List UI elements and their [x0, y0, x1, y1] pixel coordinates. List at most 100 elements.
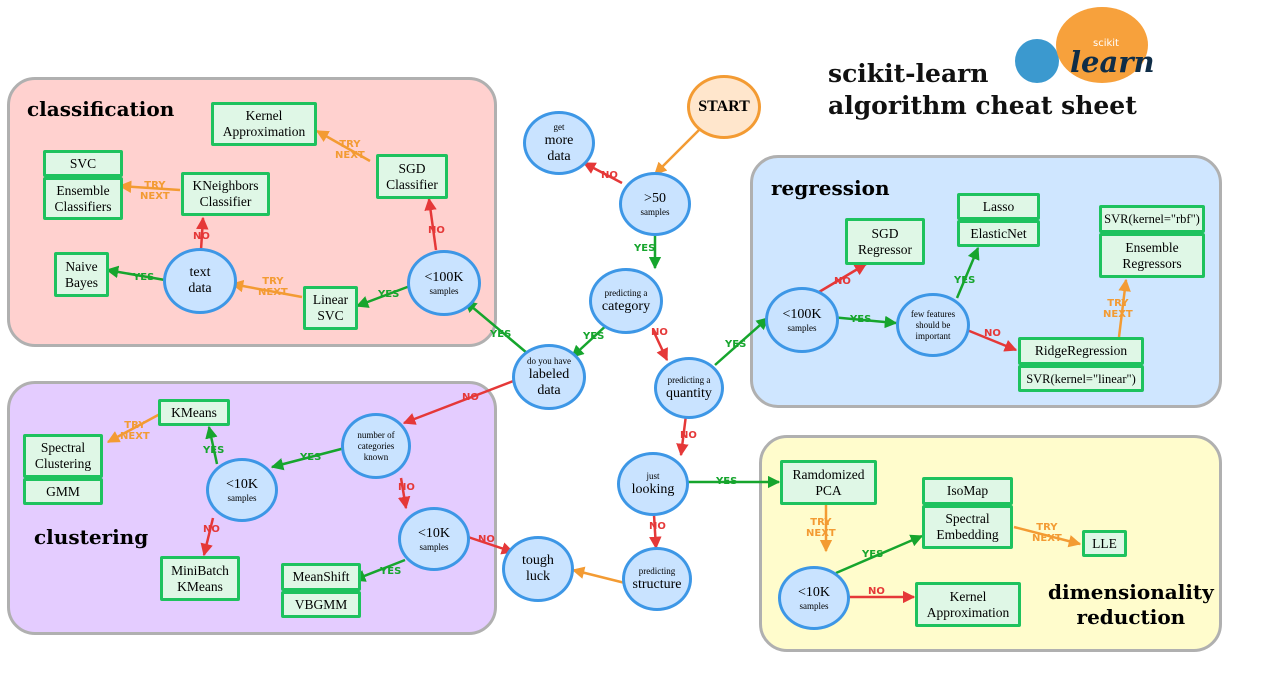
few-features-node: few features should be important: [896, 293, 970, 357]
edge-label-no: NO: [193, 231, 210, 242]
edge-label-try-next: TRY NEXT: [806, 517, 836, 539]
edge-label-yes: YES: [490, 329, 512, 340]
edge-label-no: NO: [462, 392, 479, 403]
edge-label-no: NO: [478, 534, 495, 545]
ensemble-classifiers-box[interactable]: Ensemble Classifiers: [43, 177, 123, 220]
edge-label-no: NO: [680, 430, 697, 441]
edge-label-no: NO: [984, 328, 1001, 339]
tough-luck-node: tough luck: [502, 536, 574, 602]
ridge-regression-box[interactable]: RidgeRegression: [1018, 337, 1144, 365]
gmm-box[interactable]: GMM: [23, 478, 103, 505]
node-small-text: samples: [429, 285, 459, 296]
lasso-box[interactable]: Lasso: [957, 193, 1040, 220]
kneighbors-classifier-box[interactable]: KNeighbors Classifier: [181, 172, 270, 216]
logo-small-text: scikit: [1093, 38, 1119, 49]
edge-label-yes: YES: [203, 445, 225, 456]
node-big-text: labeled data: [528, 366, 570, 398]
regression-lt100k-node: <100K samples: [765, 287, 839, 353]
edge-label-yes: YES: [862, 549, 884, 560]
node-small-text: just: [646, 470, 660, 481]
randomized-pca-box[interactable]: Ramdomized PCA: [780, 460, 877, 505]
kmeans-box[interactable]: KMeans: [158, 399, 230, 426]
node-small-text: do you have: [527, 355, 571, 366]
kernel-approximation-dim-box[interactable]: Kernel Approximation: [915, 582, 1021, 627]
linear-svc-box[interactable]: Linear SVC: [303, 286, 358, 330]
clustering-lt10k-unknown-node: <10K samples: [398, 507, 470, 571]
edge-label-try-next: TRY NEXT: [335, 139, 365, 161]
node-big-text: >50: [644, 190, 666, 206]
lle-box[interactable]: LLE: [1082, 530, 1127, 557]
isomap-box[interactable]: IsoMap: [922, 477, 1013, 505]
predicting-quantity-node: predicting a quantity: [654, 357, 724, 419]
logo-shapes-icon: [1015, 7, 1148, 83]
labeled-data-node: do you have labeled data: [512, 344, 586, 410]
node-small-text: samples: [799, 600, 829, 611]
edge-label-no: NO: [428, 225, 445, 236]
edge-label-yes: YES: [954, 275, 976, 286]
edge-label-try-next: TRY NEXT: [1032, 522, 1062, 544]
node-big-text: <10K: [225, 476, 258, 492]
node-small-text: number of categories known: [357, 429, 395, 462]
node-small-text: predicting a: [604, 287, 648, 298]
svr-linear-box[interactable]: SVR(kernel="linear"): [1018, 365, 1144, 392]
vbgmm-box[interactable]: VBGMM: [281, 591, 361, 618]
spectral-embedding-box[interactable]: Spectral Embedding: [922, 505, 1013, 549]
edge-label-no: NO: [398, 482, 415, 493]
edge-label-yes: YES: [133, 272, 155, 283]
edge-label-no: NO: [601, 170, 618, 181]
classification-title: classification: [27, 97, 175, 121]
node-small-text: few features should be important: [910, 308, 956, 341]
gt50-samples-node: >50 samples: [619, 172, 691, 236]
edge-label-try-next: TRY NEXT: [140, 180, 170, 202]
edge-label-no: NO: [203, 524, 220, 535]
clustering-lt10k-node: <10K samples: [206, 458, 278, 522]
ensemble-regressors-box[interactable]: Ensemble Regressors: [1099, 233, 1205, 278]
node-small-text: predicting a: [667, 374, 711, 385]
title-line-2: algorithm cheat sheet: [828, 91, 1137, 120]
spectral-clustering-box[interactable]: Spectral Clustering: [23, 434, 103, 478]
edge-label-yes: YES: [378, 289, 400, 300]
text-data-node: text data: [163, 248, 237, 314]
edge-label-yes: YES: [716, 476, 738, 487]
edge-label-yes: YES: [300, 452, 322, 463]
edge-label-yes: YES: [725, 339, 747, 350]
title-line-1: scikit-learn: [828, 59, 989, 88]
node-big-text: text data: [188, 265, 212, 296]
just-looking-node: just looking: [617, 452, 689, 516]
edge-label-no: NO: [651, 327, 668, 338]
node-big-text: looking: [631, 481, 675, 497]
node-small-text: get: [553, 121, 565, 132]
meanshift-box[interactable]: MeanShift: [281, 563, 361, 591]
edge-label-yes: YES: [583, 331, 605, 342]
edge-label-no: NO: [834, 276, 851, 287]
node-small-text: samples: [640, 206, 670, 217]
elasticnet-box[interactable]: ElasticNet: [957, 220, 1040, 247]
edge-label-yes: YES: [850, 314, 872, 325]
node-big-text: <100K: [782, 306, 822, 322]
node-big-text: structure: [632, 576, 682, 592]
get-more-data-node: get more data: [523, 111, 595, 175]
predicting-category-node: predicting a category: [589, 268, 663, 334]
sgd-classifier-box[interactable]: SGD Classifier: [376, 154, 448, 199]
svc-box[interactable]: SVC: [43, 150, 123, 177]
node-big-text: tough luck: [522, 553, 554, 584]
node-small-text: samples: [419, 541, 449, 552]
minibatch-kmeans-box[interactable]: MiniBatch KMeans: [160, 556, 240, 601]
node-small-text: predicting: [638, 565, 676, 576]
categories-known-node: number of categories known: [341, 413, 411, 479]
svr-rbf-box[interactable]: SVR(kernel="rbf"): [1099, 205, 1205, 233]
edge-label-try-next: TRY NEXT: [120, 420, 150, 442]
edge-label-try-next: TRY NEXT: [1103, 298, 1133, 320]
naive-bayes-box[interactable]: Naive Bayes: [54, 252, 109, 297]
kernel-approximation-classifier-box[interactable]: Kernel Approximation: [211, 102, 317, 146]
edge-label-no: NO: [868, 586, 885, 597]
sgd-regressor-box[interactable]: SGD Regressor: [845, 218, 925, 265]
edge-label-no: NO: [649, 521, 666, 532]
node-big-text: quantity: [666, 385, 712, 401]
logo-big-text: learn: [1070, 45, 1155, 79]
start-node: START: [687, 75, 761, 139]
regression-title: regression: [771, 176, 890, 200]
predicting-structure-node: predicting structure: [622, 547, 692, 611]
dimensionality-lt10k-node: <10K samples: [778, 566, 850, 630]
